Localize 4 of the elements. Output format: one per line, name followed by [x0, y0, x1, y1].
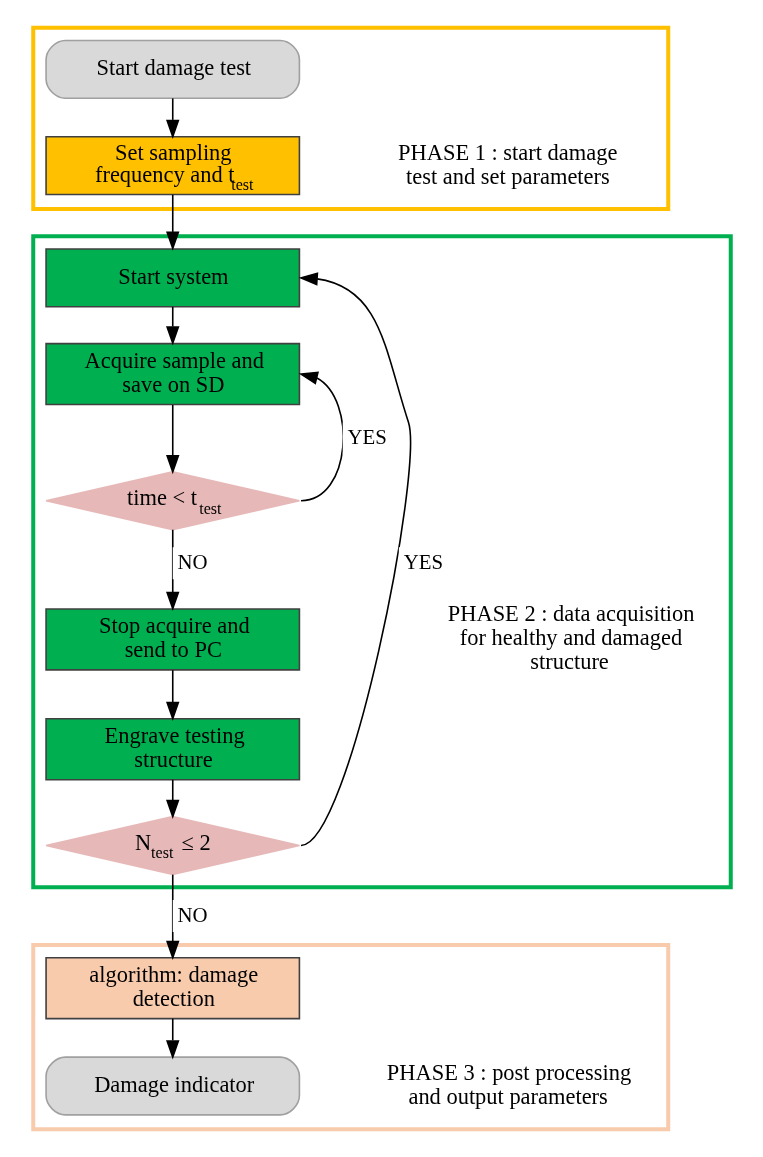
edge-label: NO: [177, 902, 208, 927]
edge-label: NO: [177, 549, 208, 574]
edge-label: YES: [403, 549, 443, 574]
edge-label: YES: [347, 424, 387, 449]
